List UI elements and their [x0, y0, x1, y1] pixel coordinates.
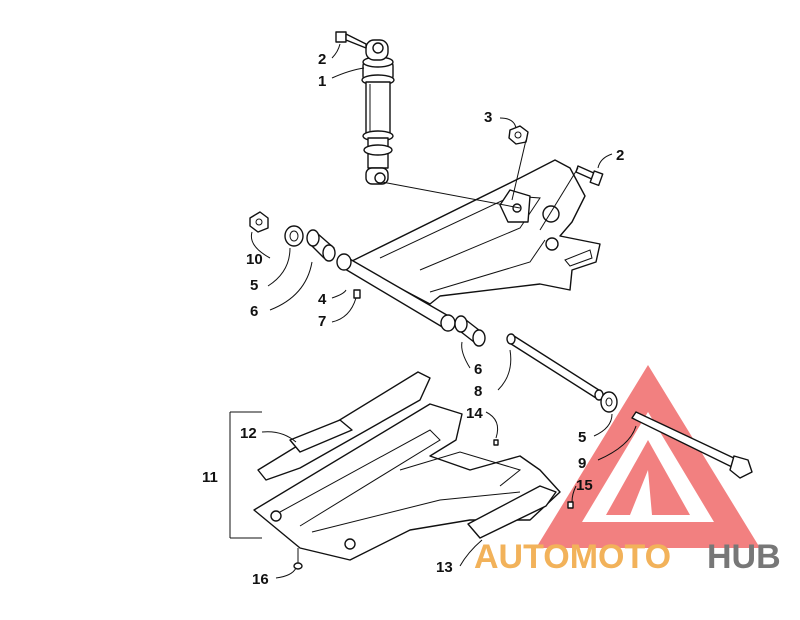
bolt-top [335, 31, 367, 49]
nut-3 [508, 125, 529, 145]
leader-lines [229, 43, 637, 579]
bolt-right [575, 165, 604, 187]
grease-fitting-7 [353, 289, 361, 299]
callout-9: 9 [578, 455, 586, 472]
shaft-8 [506, 333, 604, 401]
bushing-6b [454, 315, 486, 347]
callout-16: 16 [252, 571, 269, 588]
callout-13: 13 [436, 559, 453, 576]
callout-5-left: 5 [250, 277, 258, 294]
callout-6-left: 6 [250, 303, 258, 320]
callout-4: 4 [318, 291, 327, 308]
callout-12: 12 [240, 425, 257, 442]
callout-10: 10 [246, 251, 263, 268]
washer-5b [600, 391, 618, 413]
callout-7: 7 [318, 313, 326, 330]
callout-14: 14 [466, 405, 483, 422]
callout-6-right: 6 [474, 361, 482, 378]
rivet-15 [567, 501, 574, 509]
watermark-text: AUTOMOTO HUB [474, 538, 781, 576]
callout-labels: 2 1 3 2 10 5 6 4 7 6 8 14 12 5 9 11 15 1… [202, 51, 624, 588]
watermark-automoto: AUTOMOTO [474, 538, 671, 576]
callout-2-top: 2 [318, 51, 326, 68]
screw-16 [293, 548, 303, 570]
watermark-hub: HUB [707, 538, 781, 576]
callout-11: 11 [202, 469, 218, 486]
bolt-9 [631, 411, 753, 479]
callout-2-right: 2 [616, 147, 624, 164]
callout-1: 1 [318, 73, 326, 90]
washer-5a [284, 225, 304, 247]
skid-assembly [253, 371, 561, 561]
bushing-6a [306, 229, 336, 262]
swing-arm [336, 159, 601, 332]
shock-absorber [361, 39, 395, 185]
callout-3: 3 [484, 109, 492, 126]
callout-5-right: 5 [578, 429, 586, 446]
nut-10 [249, 211, 269, 233]
watermark-logo [536, 365, 760, 548]
callout-8: 8 [474, 383, 482, 400]
rivet-14 [493, 439, 499, 446]
callout-15: 15 [576, 477, 593, 494]
